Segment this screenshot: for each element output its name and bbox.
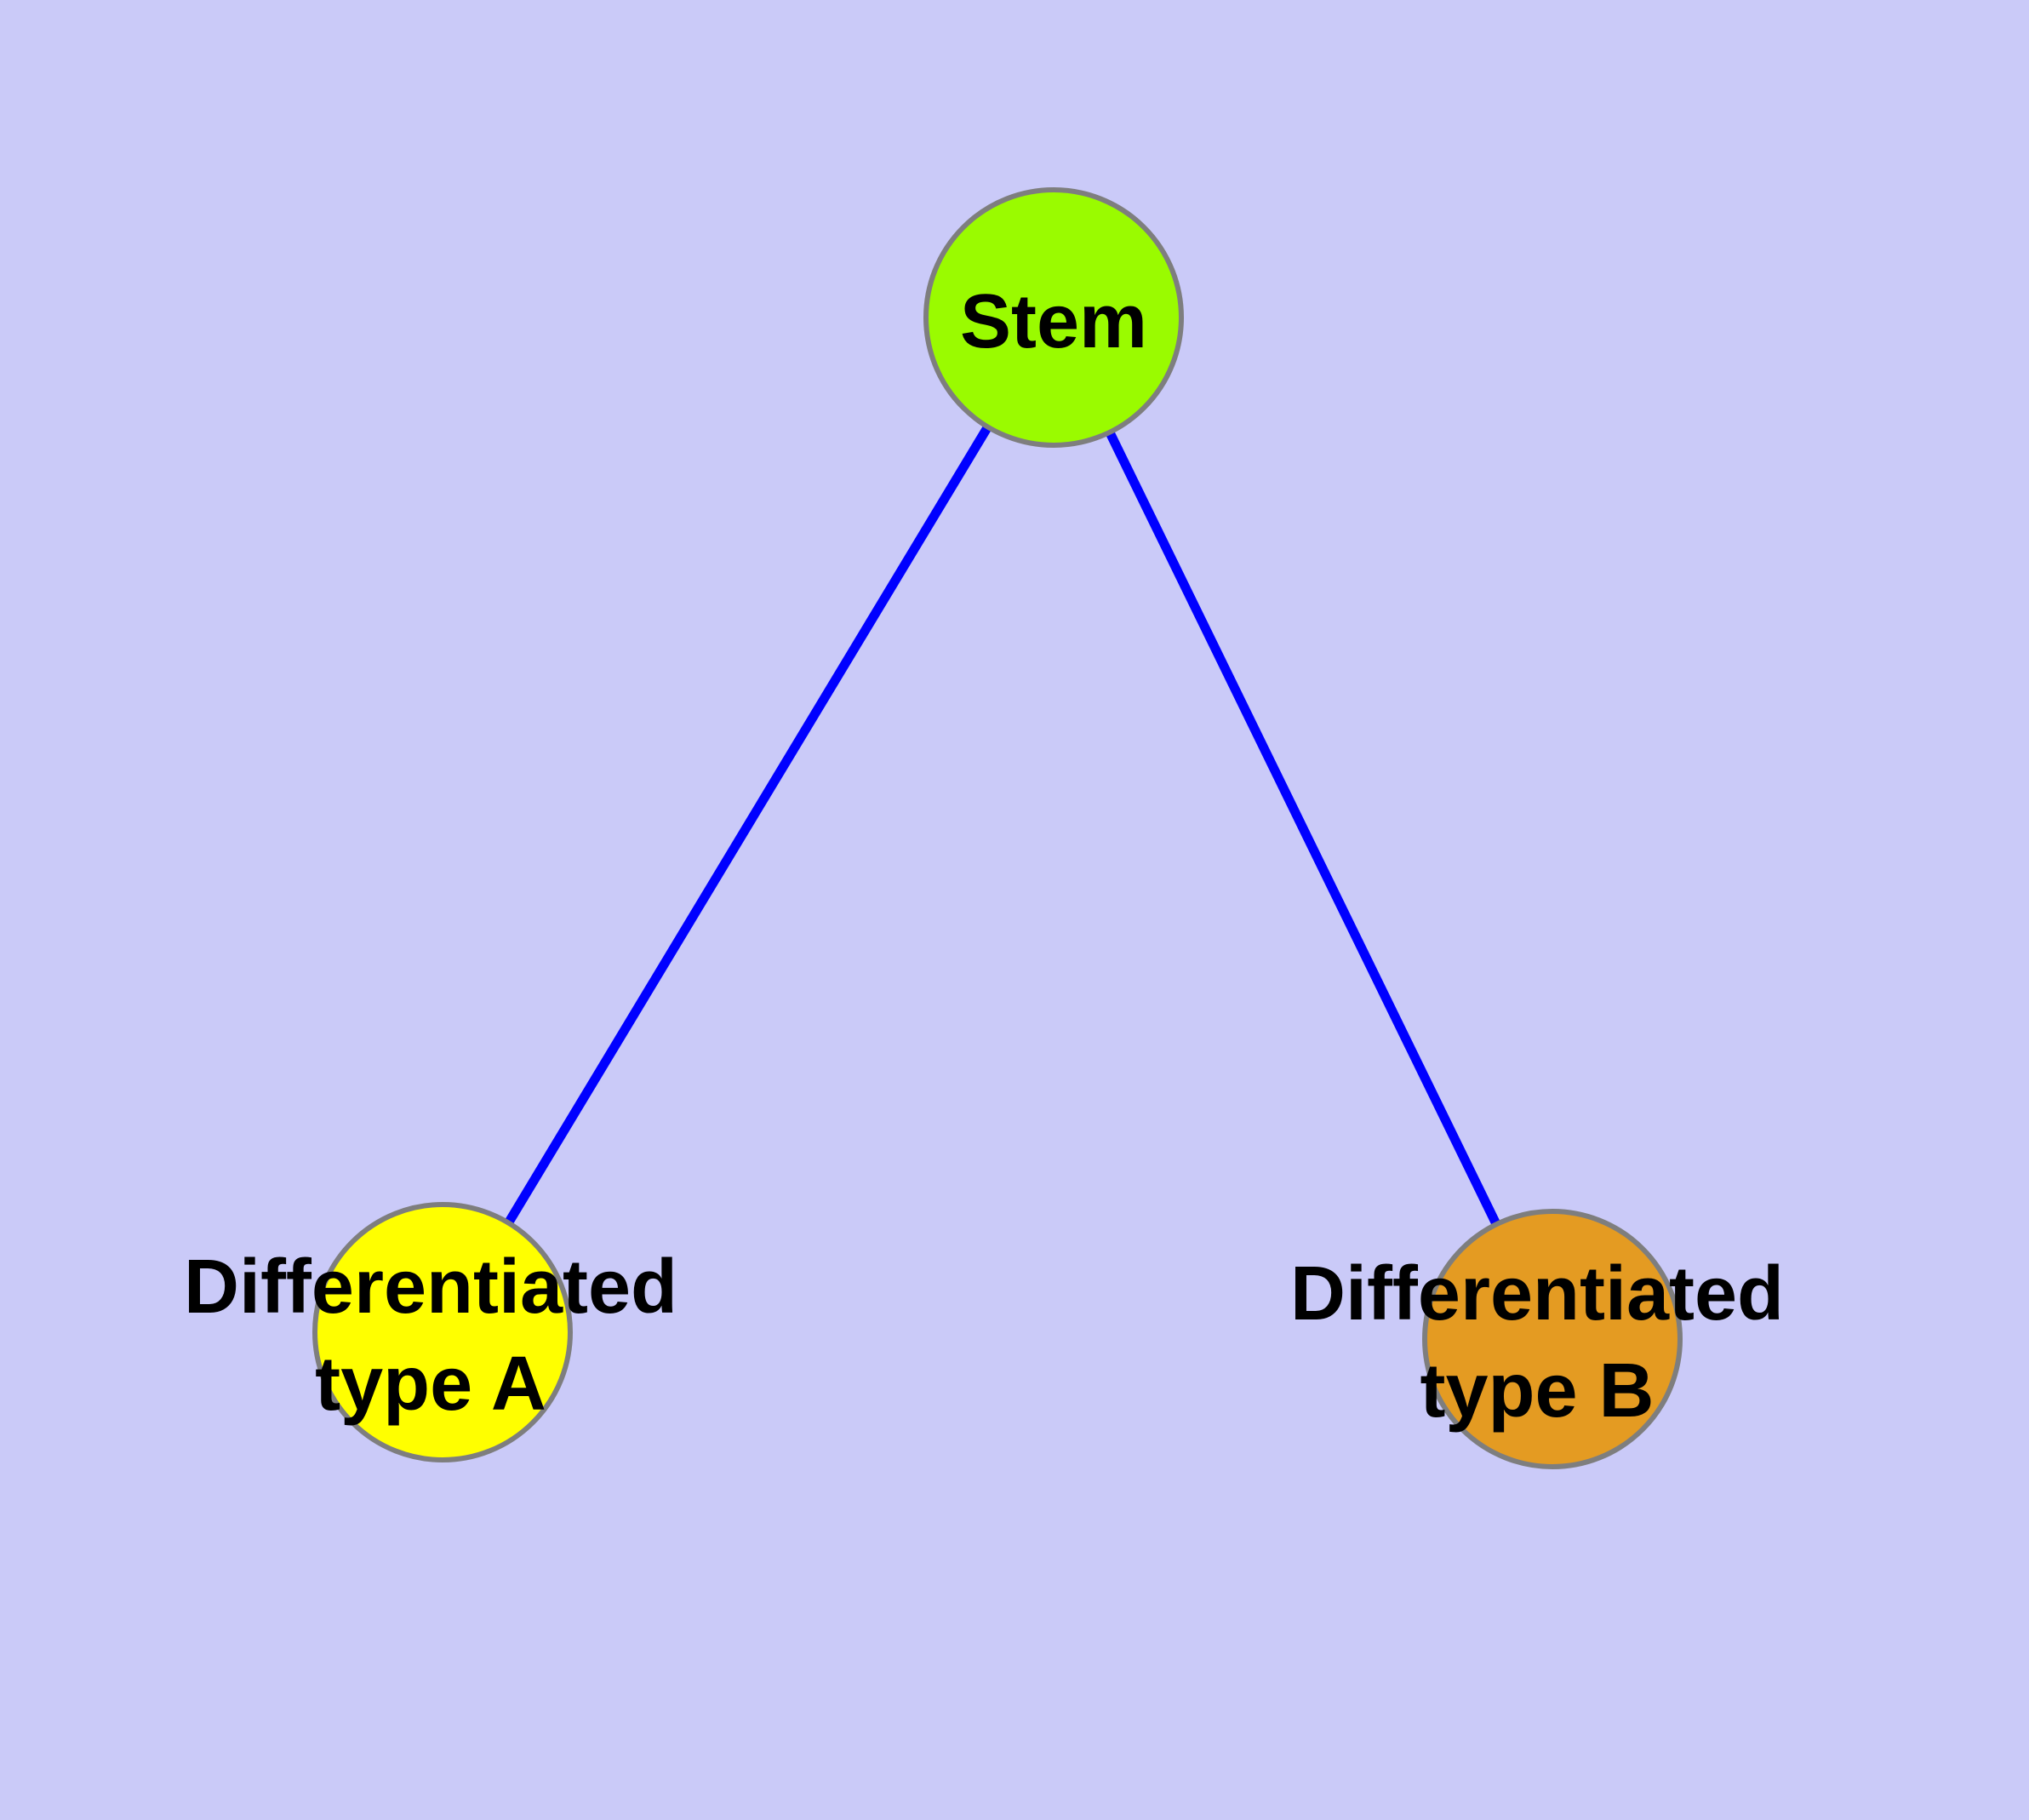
edge-stem-to-type-b: [1049, 315, 1557, 1342]
node-type-b-label-line1: Differentiated: [1290, 1251, 1784, 1336]
node-type-a-label-line1: Differentiated: [184, 1245, 677, 1330]
node-stem-label: Stem: [960, 279, 1147, 364]
node-type-a-label-line2: type A: [315, 1342, 546, 1427]
node-type-a-circle: [312, 1202, 573, 1462]
edge-stem-to-type-a: [438, 315, 1058, 1335]
node-type-b-circle: [1422, 1209, 1683, 1469]
node-type-b-label-line2: type B: [1420, 1348, 1654, 1434]
node-stem-circle: [923, 187, 1184, 448]
